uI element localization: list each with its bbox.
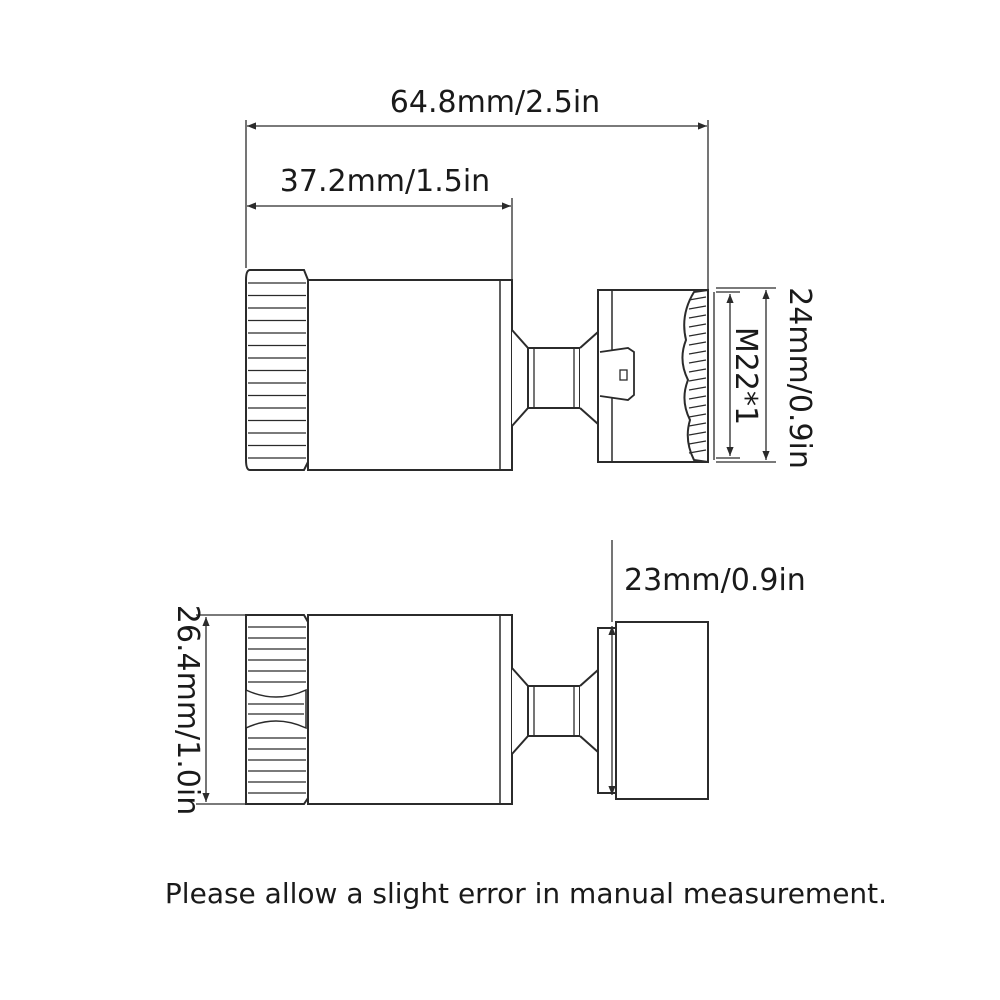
thread-ridges: [688, 296, 707, 454]
pin-notch: [619, 369, 628, 381]
thread-ridge: [688, 404, 707, 409]
outlet-height-label: 23mm/0.9in: [624, 563, 806, 598]
top-view: 64.8mm/2.5in 37.2mm/1.5in M22*1: [245, 85, 817, 471]
thread-ridge: [688, 431, 707, 436]
thread-ridge: [688, 377, 707, 382]
knurl-ridges: [248, 282, 306, 459]
thread-ridge: [688, 422, 707, 427]
thread-spec-label: M22*1: [728, 327, 763, 425]
neck-joint: [527, 347, 581, 409]
outlet-collar: [597, 627, 617, 794]
thread-ridge: [688, 296, 707, 301]
thread-ridge: [688, 359, 707, 364]
main-body: [307, 279, 513, 471]
thread-ridge: [688, 386, 707, 391]
thread-ridge: [688, 440, 707, 445]
thread-ridge: [688, 413, 707, 418]
neck-flare-right: [579, 329, 599, 427]
neck-flare-left-bottom: [511, 667, 529, 755]
thread-ridge: [688, 305, 707, 310]
thread-ridge: [688, 449, 707, 454]
thread-height-label: 24mm/0.9in: [782, 287, 817, 469]
neck-flare-right-bottom: [579, 667, 599, 755]
thread-ridge: [688, 332, 707, 337]
thread-ridge: [688, 314, 707, 319]
cap-grip-band: [245, 688, 307, 730]
thread-ridge: [688, 341, 707, 346]
neck-joint-bottom: [527, 685, 581, 737]
bottom-view: 26.4mm/1.0in 23mm/0.9in: [170, 540, 806, 815]
thread-ridge: [688, 395, 707, 400]
measurement-note: Please allow a slight error in manual me…: [165, 877, 887, 910]
swivel-pin: [599, 347, 635, 401]
main-body-bottom: [307, 614, 513, 805]
knurl-ridges-bottom: [248, 626, 306, 794]
thread-ridge: [688, 350, 707, 355]
total-length-label: 64.8mm/2.5in: [390, 85, 600, 120]
thread-end: [681, 288, 709, 464]
thread-ridge: [688, 323, 707, 328]
outlet-housing: [615, 621, 709, 800]
thread-ridge: [688, 368, 707, 373]
diameter-label: 26.4mm/1.0in: [170, 605, 205, 815]
neck-flare-left: [511, 329, 529, 427]
body-length-label: 37.2mm/1.5in: [280, 164, 490, 199]
